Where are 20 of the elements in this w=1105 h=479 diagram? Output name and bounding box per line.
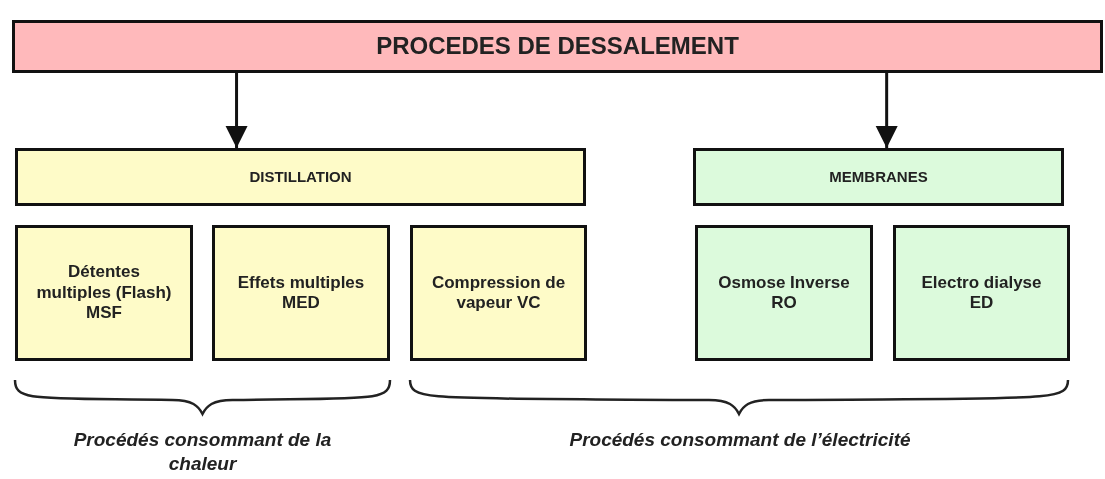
title-text: PROCEDES DE DESSALEMENT <box>375 32 740 61</box>
box-label: Détentes multiples (Flash) MSF <box>35 262 173 324</box>
category-box <box>15 225 193 361</box>
box-label: Osmose Inverse RO <box>717 272 851 314</box>
group-caption: Procédés consommant de la chaleur <box>72 428 333 476</box>
category-box <box>212 225 390 361</box>
box-label: Electro dialyse ED <box>920 272 1043 314</box>
category-box <box>15 148 586 206</box>
box-label: MEMBRANES <box>828 168 929 186</box>
category-box <box>410 225 587 361</box>
category-box <box>693 148 1064 206</box>
box-label: Compression de vapeur VC <box>430 272 567 314</box>
category-box <box>695 225 873 361</box>
arrow <box>875 73 898 148</box>
title-banner <box>12 20 1103 73</box>
category-box <box>893 225 1070 361</box>
box-label: DISTILLATION <box>248 168 353 186</box>
arrow <box>225 73 248 148</box>
group-caption: Procédés consommant de l’électricité <box>568 428 912 452</box>
box-label: Effets multiples MED <box>236 272 366 314</box>
